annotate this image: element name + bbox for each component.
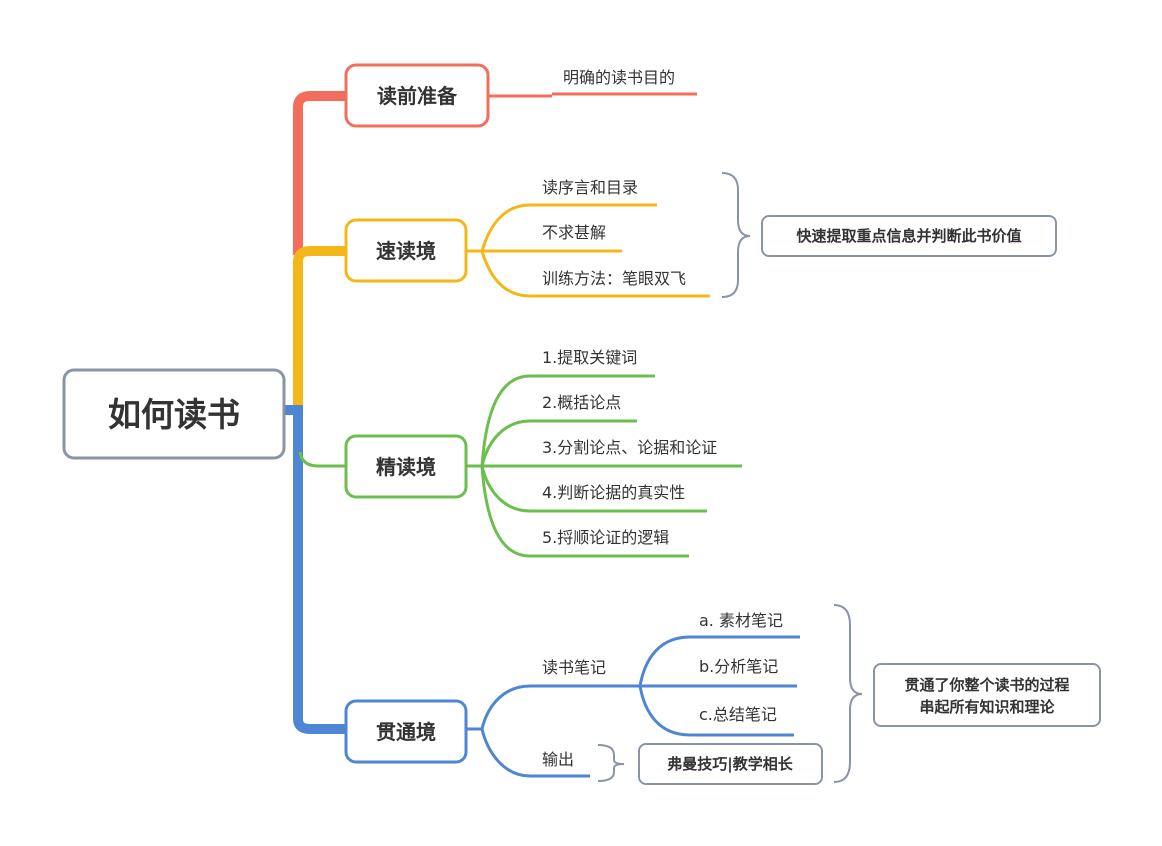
speed-item-2[interactable]: 不求甚解 [542,223,606,242]
mastery-item-notes[interactable]: 读书笔记 [542,658,606,677]
mastery-summary-line-2: 串起所有知识和理论 [919,698,1055,716]
mastery-summary-line-1: 贯通了你整个读书的过程 [904,676,1069,694]
trunk-blue [284,405,346,734]
node-intensive[interactable]: 精读境 [344,434,468,499]
speed-summary-text: 快速提取重点信息并判断此书价值 [796,227,1021,245]
intensive-connectors [466,374,742,558]
intensive-item-1[interactable]: 1.提取关键词 [542,348,637,367]
trunk-yellow [293,246,346,410]
notes-sub-1[interactable]: a. 素材笔记 [699,611,783,630]
speed-item-3[interactable]: 训练方法：笔眼双飞 [542,269,686,288]
node-mastery[interactable]: 贯通境 [344,699,468,764]
trunk [284,91,346,734]
node-speed-label: 速读境 [376,239,436,263]
mastery-summary-box[interactable]: 贯通了你整个读书的过程 串起所有知识和理论 [873,663,1101,727]
notes-sub-2[interactable]: b.分析笔记 [699,657,778,676]
notes-sub-3[interactable]: c.总结笔记 [699,705,777,724]
node-prep[interactable]: 读前准备 [344,63,490,128]
prep-item[interactable]: 明确的读书目的 [563,68,675,87]
trunk-green [298,451,346,468]
intensive-item-2[interactable]: 2.概括论点 [542,393,621,412]
mastery-item-output[interactable]: 输出 [542,750,574,769]
intensive-item-3[interactable]: 3.分割论点、论据和论证 [542,438,717,457]
speed-item-1[interactable]: 读序言和目录 [542,178,638,197]
output-summary-box[interactable]: 弗曼技巧|教学相长 [638,743,823,785]
branch-intensive: 1.提取关键词 2.概括论点 3.分割论点、论据和论证 4.判断论据的真实性 5… [344,348,742,558]
branch-prep: 明确的读书目的 读前准备 [344,63,697,128]
trunk-red [293,91,346,255]
speed-summary-brace [721,172,751,298]
root-label: 如何读书 [108,395,240,434]
node-mastery-label: 贯通境 [376,720,436,744]
speed-connectors [466,203,710,298]
intensive-item-5[interactable]: 5.捋顺论证的逻辑 [542,528,669,547]
mastery-summary-brace [833,604,863,783]
output-summary-text: 弗曼技巧|教学相长 [667,755,793,774]
intensive-item-4[interactable]: 4.判断论据的真实性 [542,483,685,502]
output-summary-brace [597,744,625,782]
node-speed[interactable]: 速读境 [344,218,468,283]
node-intensive-label: 精读境 [376,455,436,479]
mastery-connectors [466,635,800,778]
root-node[interactable]: 如何读书 [62,368,286,460]
node-prep-label: 读前准备 [377,84,458,108]
branch-speed: 读序言和目录 不求甚解 训练方法：笔眼双飞 速读境 快速提取重点信息并判断此书价… [344,172,1057,298]
speed-summary-box[interactable]: 快速提取重点信息并判断此书价值 [761,215,1057,257]
branch-mastery: 读书笔记 输出 a. 素材笔记 b.分析笔记 c.总结笔记 贯通境 弗曼技巧|教… [344,604,1101,785]
